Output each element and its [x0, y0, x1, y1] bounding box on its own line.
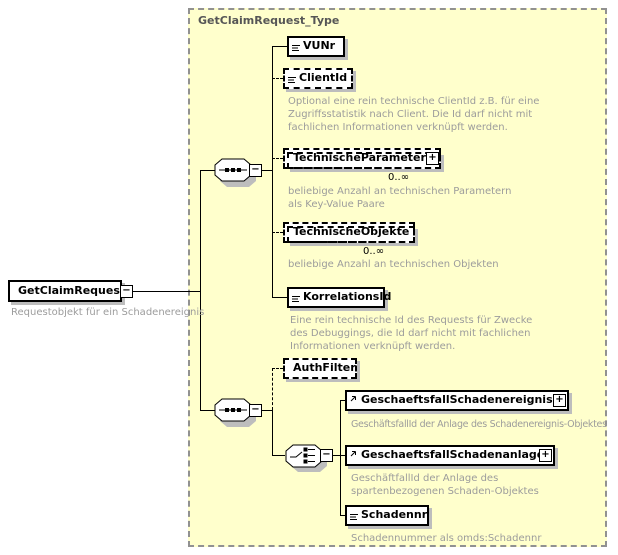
connector-line — [340, 455, 345, 456]
annotation-korrelations-id: Eine rein technische Id des Requests für… — [290, 315, 533, 352]
connector-line — [272, 410, 273, 455]
connector-line — [262, 410, 272, 411]
connector-line — [200, 170, 201, 411]
connector-line — [200, 170, 215, 171]
occurrence-technische-objekte: 0..∞ — [363, 246, 385, 257]
annotation-clientid: Optional eine rein technische ClientId z… — [288, 96, 540, 133]
element-icon — [292, 292, 300, 308]
choice-compositor[interactable] — [283, 442, 327, 476]
connector-line — [340, 400, 345, 401]
element-geschaeftsfall-schadenereignis[interactable]: GeschaeftsfallSchadenereignis — [345, 390, 569, 411]
reference-arrow-icon — [350, 391, 357, 407]
element-label: GeschaeftsfallSchadenereignis — [361, 393, 553, 406]
element-label: GetClaimRequest — [18, 284, 126, 297]
annotation-getclaimrequest: Requestobjekt für ein Schadenereignis — [11, 307, 205, 318]
element-label: VUNr — [303, 39, 336, 52]
annotation-technische-objekte: beliebige Anzahl an technischen Objekten — [288, 259, 499, 270]
connector-line — [272, 297, 287, 298]
collapse-toggle-root[interactable]: − — [120, 285, 133, 298]
reference-arrow-icon — [350, 446, 357, 462]
connector-line — [272, 455, 285, 456]
element-icon — [288, 73, 296, 89]
connector-line — [262, 170, 272, 171]
element-label: AuthFilter — [293, 361, 356, 374]
annotation-technische-parameter: beliebige Anzahl an technischen Paramete… — [288, 186, 512, 210]
connector-line — [272, 78, 283, 79]
element-technische-objekte[interactable]: TechnischeObjekte — [283, 222, 415, 243]
connector-line — [333, 455, 340, 456]
collapse-toggle-sequence2[interactable]: − — [249, 404, 262, 417]
sequence-icon — [214, 398, 256, 427]
connector-line — [340, 515, 345, 516]
connector-line — [200, 410, 215, 411]
connector-line — [272, 46, 287, 47]
choice-icon — [285, 444, 327, 472]
element-label: ClientId — [299, 71, 348, 84]
element-getclaimrequest[interactable]: GetClaimRequest — [8, 280, 126, 302]
connector-line — [272, 368, 273, 410]
expand-toggle-technische-parameter[interactable]: + — [426, 152, 439, 165]
expand-toggle-geschaeftsfall-schadenanlage[interactable]: + — [539, 449, 552, 462]
annotation-geschaeftsfall-schadenereignis: GeschäftsfallId der Anlage des Schadener… — [351, 419, 607, 430]
sequence-compositor[interactable] — [212, 157, 256, 191]
element-clientid[interactable]: ClientId — [283, 68, 353, 89]
element-geschaeftsfall-schadenanlage[interactable]: GeschaeftsfallSchadenanlage — [345, 445, 555, 466]
connector-line — [340, 400, 341, 516]
element-label: Schadennr — [361, 508, 428, 521]
element-auth-filter[interactable]: AuthFilter — [283, 358, 357, 379]
element-vunr[interactable]: VUNr — [287, 36, 345, 57]
sequence-icon — [214, 158, 256, 187]
element-label: KorrelationsId — [303, 290, 392, 303]
annotation-geschaeftsfall-schadenanlage: GeschäftfallId der Anlage des spartenbez… — [351, 473, 539, 497]
element-label: TechnischeParameter — [293, 151, 426, 164]
collapse-toggle-sequence1[interactable]: − — [249, 164, 262, 177]
element-schadennr[interactable]: Schadennr — [345, 505, 429, 526]
sequence-compositor[interactable] — [212, 397, 256, 431]
element-label: GeschaeftsfallSchadenanlage — [361, 448, 545, 461]
element-technische-parameter[interactable]: TechnischeParameter — [283, 148, 441, 169]
expand-toggle-geschaeftsfall-schadenereignis[interactable]: + — [553, 394, 566, 407]
connector-line — [133, 291, 200, 292]
connector-line — [272, 158, 283, 159]
type-container-getclaimrequest-type: GetClaimRequest_Type — [188, 8, 607, 547]
connector-line — [272, 368, 283, 369]
type-container-title: GetClaimRequest_Type — [198, 14, 340, 27]
element-icon — [292, 41, 300, 57]
connector-line — [272, 46, 273, 298]
connector-line — [272, 232, 283, 233]
annotation-schadennr: Schadennummer als omds:Schadennr — [351, 533, 542, 544]
element-korrelations-id[interactable]: KorrelationsId — [287, 287, 391, 308]
element-icon — [350, 510, 358, 526]
occurrence-technische-parameter: 0..∞ — [388, 172, 410, 183]
element-label: TechnischeObjekte — [293, 225, 410, 238]
collapse-toggle-choice[interactable]: − — [320, 449, 333, 462]
